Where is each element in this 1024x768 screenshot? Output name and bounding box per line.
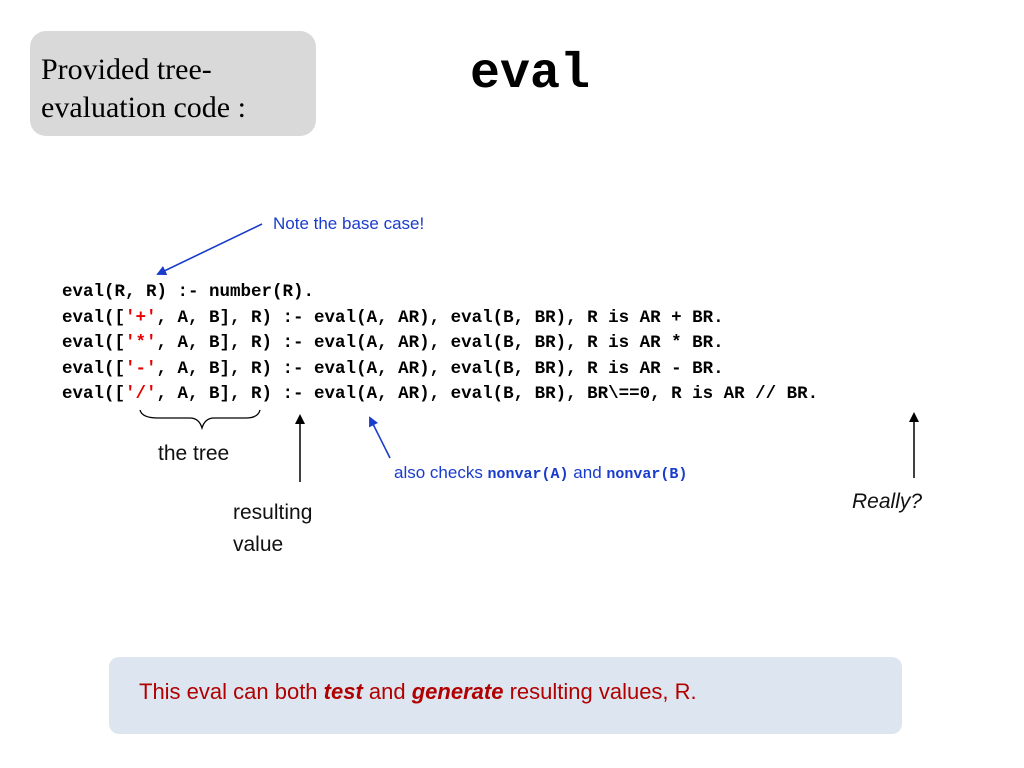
header-label-line1: Provided tree- <box>41 53 212 86</box>
bottom-note-box: This eval can both test and generate res… <box>109 657 902 734</box>
code-nonvar-b: nonvar(B) <box>606 466 688 483</box>
annotation-base-case: Note the base case! <box>273 214 425 233</box>
operator-plus: '+' <box>125 307 157 328</box>
operator-divide: '/' <box>125 384 157 404</box>
note-text: This eval can both <box>139 679 324 704</box>
annotation-text: also checks <box>394 463 488 482</box>
code-text: , A, B], R) :- eval(A, AR), eval(B, BR),… <box>156 358 724 379</box>
annotation-resulting-value-1: resulting <box>233 501 313 524</box>
code-text: eval([ <box>62 307 126 328</box>
bottom-note: This eval can both test and generate res… <box>139 679 697 705</box>
code-text: , A, B], R) :- eval(A, AR), eval(B, BR),… <box>156 333 724 353</box>
code-text: , A, B], R) :- eval(A, AR), eval(B, BR),… <box>156 384 819 404</box>
code-block: eval(R, R) :- number(R). eval(['+', A, B… <box>62 280 818 408</box>
slide-title: eval <box>470 46 591 103</box>
code-text: , A, B], R) :- eval(A, AR), eval(B, BR),… <box>156 307 724 328</box>
code-nonvar-a: nonvar(A) <box>487 466 569 483</box>
code-line-divide: eval(['/', A, B], R) :- eval(A, AR), eva… <box>62 382 818 408</box>
annotation-text: and <box>568 463 607 482</box>
annotation-resulting-value-2: value <box>233 533 284 556</box>
code-text: eval([ <box>62 384 126 404</box>
annotation-also-checks: also checks nonvar(A) and nonvar(B) <box>394 463 687 483</box>
operator-minus: '-' <box>125 358 157 379</box>
code-line-plus: eval(['+', A, B], R) :- eval(A, AR), eva… <box>62 306 818 332</box>
operator-times: '*' <box>125 333 157 353</box>
code-line-base-case: eval(R, R) :- number(R). <box>62 282 315 302</box>
header-label-line2: evaluation code : <box>41 91 246 124</box>
tree-brace <box>139 409 261 431</box>
note-text: and <box>362 679 412 704</box>
note-text: resulting values, R. <box>503 679 697 704</box>
code-text: eval([ <box>62 333 126 353</box>
annotation-really: Really? <box>852 490 923 513</box>
note-emphasis-generate: generate <box>411 679 504 704</box>
header-label-box: Provided tree- evaluation code : <box>30 31 316 136</box>
code-text: eval([ <box>62 358 126 379</box>
arrow-base-case <box>156 223 263 276</box>
code-line-minus: eval(['-', A, B], R) :- eval(A, AR), eva… <box>62 357 818 383</box>
arrow-also-checks <box>369 416 391 459</box>
annotation-the-tree: the tree <box>158 442 230 465</box>
code-line-times: eval(['*', A, B], R) :- eval(A, AR), eva… <box>62 331 818 357</box>
note-emphasis-test: test <box>323 679 363 704</box>
